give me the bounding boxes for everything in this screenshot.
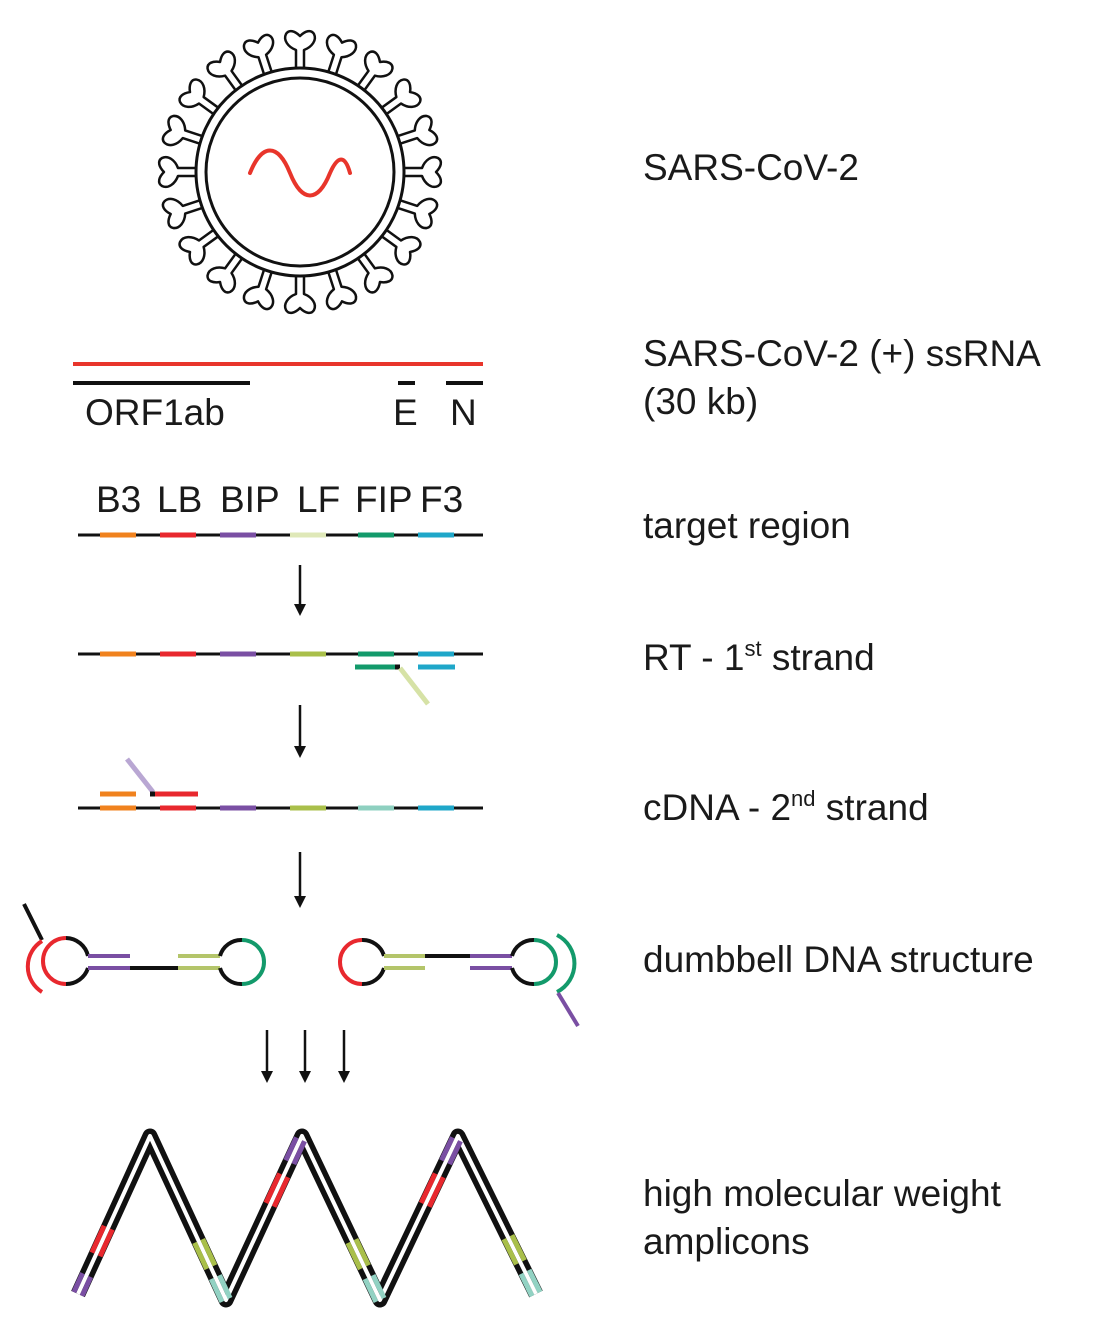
gene-label-e: E — [393, 392, 418, 433]
label-cdna: cDNA - 2nd strand — [643, 786, 929, 828]
amplicon-colored-segment — [427, 1176, 446, 1208]
virus-envelope-inner — [204, 76, 396, 268]
amplicon-colored-segment — [345, 1241, 363, 1271]
dumbbell-right — [338, 933, 580, 1028]
label-virus: SARS-CoV-2 — [643, 147, 859, 188]
gene-label-orf1ab: ORF1ab — [85, 392, 225, 433]
amplicon-colored-segment — [89, 1224, 107, 1254]
label-genome-line1: SARS-CoV-2 (+) ssRNA — [643, 333, 1041, 374]
label-dumbbell: dumbbell DNA structure — [643, 939, 1034, 980]
amplicon-outer — [71, 1128, 543, 1308]
spike-protein — [178, 78, 221, 117]
dumbbell-left — [22, 903, 266, 994]
fip-primer-tail — [398, 666, 430, 706]
amplicon-colored-segment — [97, 1228, 115, 1258]
amplicon-colored-segment — [79, 1275, 94, 1297]
amplicon-gap — [76, 1134, 538, 1302]
bip-primer-tail — [125, 757, 155, 794]
spike-protein — [242, 33, 275, 77]
spike-protein — [379, 78, 422, 117]
amplicon-colored-segment — [291, 1140, 307, 1166]
amplicon-colored-segment — [525, 1286, 535, 1298]
amplicon-colored-segment — [71, 1272, 85, 1294]
spike-protein — [395, 197, 439, 230]
amplicon-colored-segment — [271, 1176, 291, 1208]
amplicon-colored-segment — [370, 1274, 387, 1300]
amplicon-colored-segment — [447, 1140, 463, 1166]
amplicon-colored-segment — [209, 1277, 225, 1303]
spike-protein — [325, 267, 358, 311]
spike-protein — [283, 274, 317, 315]
label-amplicon-line2: amplicons — [643, 1221, 810, 1262]
spike-protein — [395, 114, 439, 147]
spike-protein — [402, 155, 443, 189]
primer-label-f3: F3 — [420, 479, 463, 520]
primer-label-b3: B3 — [96, 479, 141, 520]
amplicon-colored-segment — [283, 1136, 299, 1162]
spike-protein — [161, 114, 205, 147]
primer-label-fip: FIP — [355, 479, 413, 520]
label-genome-line2: (30 kb) — [643, 381, 758, 422]
amplicon-concatemer — [71, 1128, 543, 1308]
primer-label-lb: LB — [157, 479, 202, 520]
gene-label-n: N — [450, 392, 477, 433]
label-target: target region — [643, 505, 851, 546]
spike-protein — [379, 227, 422, 266]
label-rt: RT - 1st strand — [643, 636, 875, 678]
spike-protein — [242, 267, 275, 311]
target-region: B3 LB BIP LF FIP F3 — [78, 479, 483, 538]
arrow-1 — [294, 565, 306, 616]
amplicon-colored-segment — [200, 1238, 218, 1267]
amplicon-colored-segment — [533, 1283, 543, 1294]
spike-protein — [161, 197, 205, 230]
spike-protein — [355, 50, 394, 93]
spike-protein — [178, 227, 221, 266]
arrow-3 — [294, 852, 306, 908]
arrows-amplification — [261, 1030, 350, 1083]
spike-protein — [206, 50, 245, 93]
spike-protein — [206, 251, 245, 294]
cdna-second-strand — [78, 757, 483, 811]
amplicon-colored-segment — [217, 1274, 233, 1300]
amplicon-colored-segment — [509, 1234, 527, 1262]
arrow-2 — [294, 705, 306, 758]
spike-protein — [325, 33, 358, 77]
amplicon-colored-segment — [353, 1237, 371, 1267]
amplicon-colored-segment — [501, 1238, 519, 1266]
spike-protein — [157, 155, 198, 189]
genome-map: ORF1ab E N — [73, 362, 483, 433]
amplicon-colored-segment — [418, 1172, 438, 1205]
virus-illustration — [157, 29, 443, 315]
amplicon-colored-segment — [192, 1241, 209, 1271]
spike-protein — [355, 251, 394, 294]
spike-protein — [283, 29, 317, 70]
amplicon-colored-segment — [362, 1277, 379, 1304]
primer-label-bip: BIP — [220, 479, 280, 520]
amplicon-colored-segment — [439, 1136, 455, 1162]
label-amplicon-line1: high molecular weight — [643, 1173, 1002, 1214]
primer-label-lf: LF — [297, 479, 340, 520]
virus-spikes — [157, 29, 443, 315]
amplicon-colored-segment — [263, 1172, 282, 1205]
rt-first-strand — [78, 651, 483, 706]
viral-rna-squiggle — [248, 148, 352, 198]
